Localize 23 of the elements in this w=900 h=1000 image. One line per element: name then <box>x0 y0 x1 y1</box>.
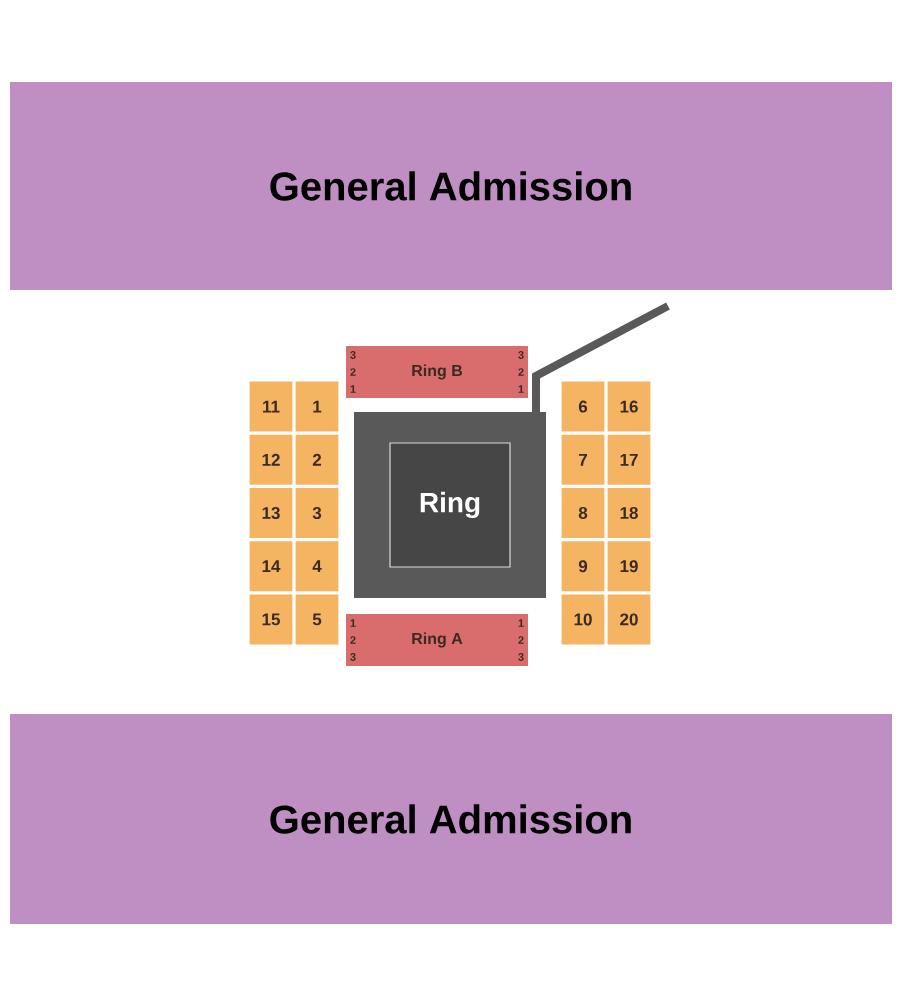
seating-section: 20 <box>606 592 652 646</box>
seating-section: 4 <box>294 539 340 593</box>
seating-section: 14 <box>248 539 294 593</box>
general-admission-section: General Admission <box>10 714 892 924</box>
seating-section: 2 <box>294 433 340 487</box>
seating-section: 3 <box>294 486 340 540</box>
general-admission-section: General Admission <box>10 82 892 290</box>
seating-section: 9 <box>560 539 606 593</box>
ring: Ring <box>389 442 511 568</box>
seating-section: 10 <box>560 592 606 646</box>
seating-section: 15 <box>248 592 294 646</box>
seating-section: 8 <box>560 486 606 540</box>
seating-section: 18 <box>606 486 652 540</box>
seating-section: 16 <box>606 380 652 434</box>
seating-section: 5 <box>294 592 340 646</box>
seating-section: 7 <box>560 433 606 487</box>
seating-section: 11 <box>248 380 294 434</box>
seating-section: 13 <box>248 486 294 540</box>
seating-section: 12 <box>248 433 294 487</box>
seating-section: 6 <box>560 380 606 434</box>
seating-section: 19 <box>606 539 652 593</box>
seating-section: 17 <box>606 433 652 487</box>
seating-section: 1 <box>294 380 340 434</box>
